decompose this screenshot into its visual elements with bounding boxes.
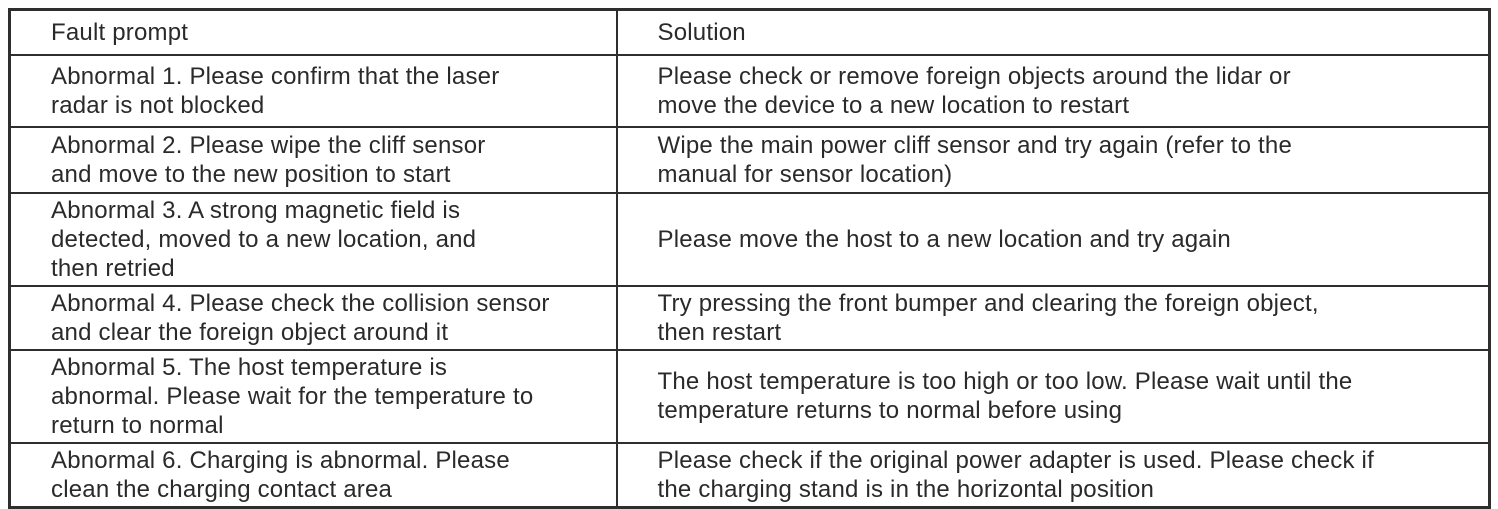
solution-header: Solution xyxy=(615,8,1491,56)
fault-prompt-cell: Abnormal 4. Please check the collision s… xyxy=(8,284,618,351)
solution-cell: Please check if the original power adapt… xyxy=(615,441,1491,508)
table-header-row: Fault prompt Solution xyxy=(8,8,1491,56)
table-row: Abnormal 2. Please wipe the cliff sensor… xyxy=(8,125,1491,194)
table-row: Abnormal 1. Please confirm that the lase… xyxy=(8,53,1491,128)
solution-cell: The host temperature is too high or too … xyxy=(615,348,1491,444)
solution-cell: Wipe the main power cliff sensor and try… xyxy=(615,125,1491,194)
fault-prompt-cell: Abnormal 3. A strong magnetic field is d… xyxy=(8,191,618,287)
fault-prompt-cell: Abnormal 2. Please wipe the cliff sensor… xyxy=(8,125,618,194)
fault-prompt-cell: Abnormal 6. Charging is abnormal. Please… xyxy=(8,441,618,508)
table-row: Abnormal 4. Please check the collision s… xyxy=(8,284,1491,351)
solution-cell: Try pressing the front bumper and cleari… xyxy=(615,284,1491,351)
manual-page: Fault prompt Solution Abnormal 1. Please… xyxy=(8,8,1491,509)
table-row: Abnormal 6. Charging is abnormal. Please… xyxy=(8,441,1491,508)
table-row: Abnormal 5. The host temperature is abno… xyxy=(8,348,1491,444)
fault-solution-table: Fault prompt Solution Abnormal 1. Please… xyxy=(8,8,1491,509)
solution-cell: Please check or remove foreign objects a… xyxy=(615,53,1491,128)
fault-prompt-header: Fault prompt xyxy=(8,8,618,56)
solution-cell: Please move the host to a new location a… xyxy=(615,191,1491,287)
table-row: Abnormal 3. A strong magnetic field is d… xyxy=(8,191,1491,287)
fault-prompt-cell: Abnormal 5. The host temperature is abno… xyxy=(8,348,618,444)
fault-prompt-cell: Abnormal 1. Please confirm that the lase… xyxy=(8,53,618,128)
